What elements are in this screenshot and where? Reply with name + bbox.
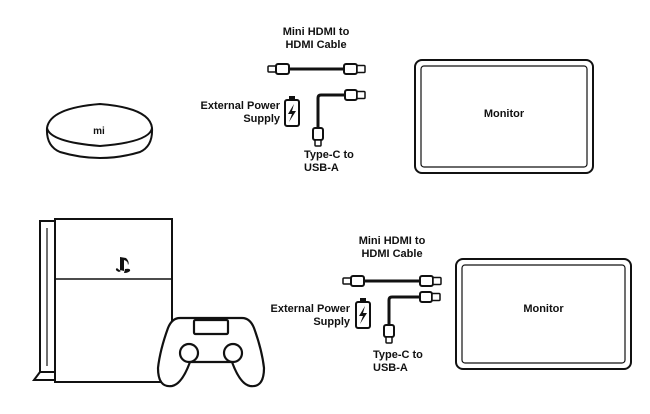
monitor-label: Monitor <box>483 108 525 120</box>
gamepad-icon <box>156 316 266 388</box>
power-supply-label: External Power Supply <box>200 100 280 125</box>
type-c-usb-cable-icon <box>383 291 441 344</box>
battery-icon <box>284 96 300 127</box>
playstation-logo-icon <box>115 257 131 273</box>
battery-icon <box>355 298 371 329</box>
monitor-label: Monitor <box>523 303 564 315</box>
mini-hdmi-cable-icon <box>267 63 366 75</box>
hdmi-cable-label: Mini HDMI to HDMI Cable <box>282 26 350 51</box>
usb-cable-label: Type-C to USB-A <box>373 349 423 374</box>
monitor-icon <box>414 59 594 174</box>
game-console-icon <box>32 218 173 383</box>
device-logo: mi <box>93 126 105 137</box>
type-c-usb-cable-icon <box>312 89 366 147</box>
mini-hdmi-cable-icon <box>342 275 442 287</box>
power-supply-label: External Power Supply <box>270 303 350 328</box>
monitor-icon <box>455 258 632 370</box>
usb-cable-label: Type-C to USB-A <box>304 149 354 174</box>
set-top-box-icon <box>45 102 154 159</box>
hdmi-cable-label: Mini HDMI to HDMI Cable <box>358 235 426 260</box>
